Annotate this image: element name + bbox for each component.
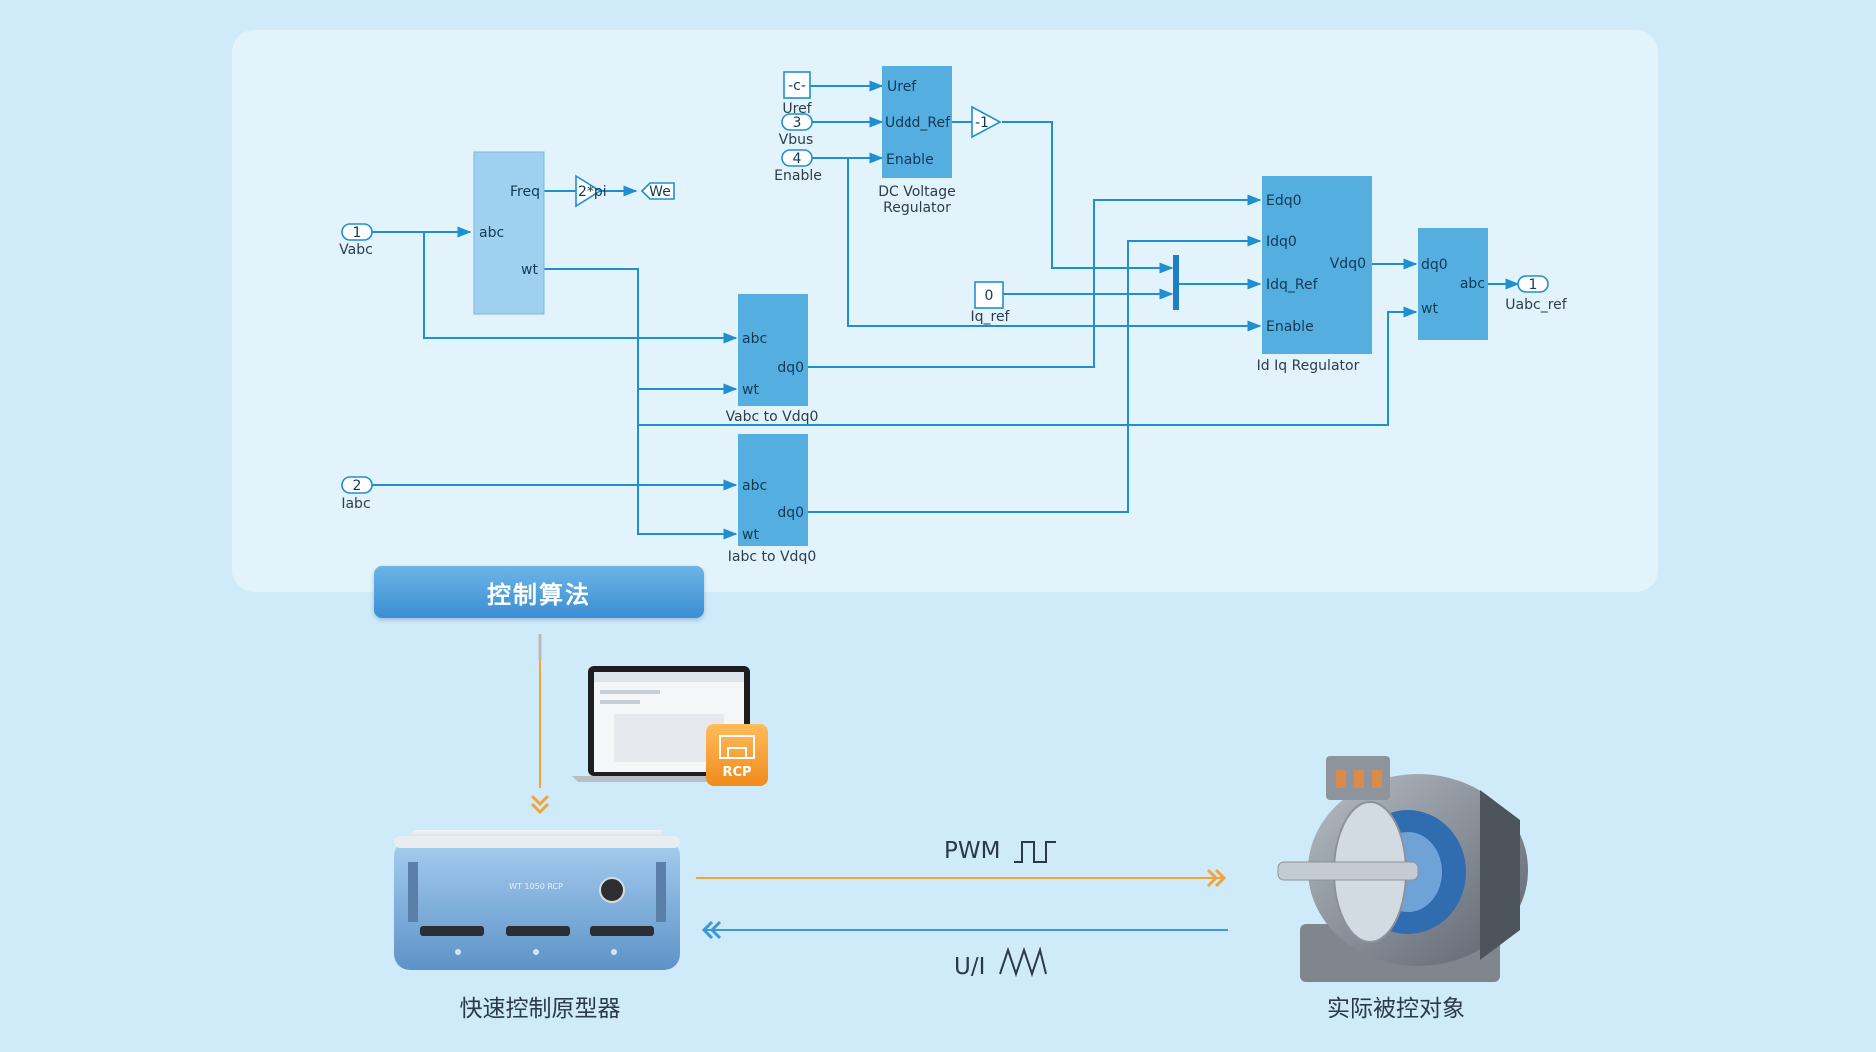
svg-text:RCP: RCP xyxy=(722,765,751,780)
mux-bar xyxy=(1173,255,1179,310)
svg-text:wt: wt xyxy=(1421,301,1438,317)
rcp-device: WT 1050 RCP xyxy=(394,830,680,970)
svg-text:Vbus: Vbus xyxy=(779,132,814,148)
svg-text:Vabc to Vdq0: Vabc to Vdq0 xyxy=(726,409,819,425)
pll-block: Freq abc wt xyxy=(473,151,545,315)
svg-text:Enable: Enable xyxy=(1266,319,1314,335)
svg-text:We: We xyxy=(649,184,671,200)
svg-text:Iabc: Iabc xyxy=(341,496,370,512)
gain-2pi: 2*pi xyxy=(575,174,607,208)
svg-text:Uabc_ref: Uabc_ref xyxy=(1505,297,1567,313)
svg-text:wt: wt xyxy=(742,527,759,543)
svg-text:-c-: -c- xyxy=(788,78,806,94)
svg-text:2: 2 xyxy=(353,478,362,494)
svg-text:Vabc: Vabc xyxy=(339,242,373,258)
vabc-to-vdq0-block: abc dq0 wt Vabc to Vdq0 xyxy=(726,294,819,425)
svg-text:wt: wt xyxy=(521,262,538,278)
iabc-to-vdq0-block: abc dq0 wt Iabc to Vdq0 xyxy=(728,434,817,565)
inport-vabc: 1 Vabc xyxy=(339,223,373,258)
ui-signal: U/I xyxy=(701,920,1228,980)
svg-text:Iabc to Vdq0: Iabc to Vdq0 xyxy=(728,549,817,565)
svg-text:Udc: Udc xyxy=(885,115,912,131)
dq0-to-abc-block: dq0 abc wt xyxy=(1418,228,1488,340)
inport-iabc: 2 Iabc xyxy=(341,476,373,512)
svg-text:Id Iq Regulator: Id Iq Regulator xyxy=(1257,358,1360,374)
control-algorithm-button[interactable]: 控制算法 xyxy=(374,566,704,618)
device-caption: 快速控制原型器 xyxy=(460,996,621,1022)
inport-enable: 4 Enable xyxy=(774,149,822,184)
svg-text:Uref: Uref xyxy=(887,79,917,95)
svg-text:abc: abc xyxy=(479,225,504,241)
svg-text:Enable: Enable xyxy=(774,168,822,184)
svg-text:Enable: Enable xyxy=(886,152,934,168)
svg-text:Iq_ref: Iq_ref xyxy=(970,309,1010,325)
svg-text:Id_Ref: Id_Ref xyxy=(907,115,951,131)
svg-text:DC Voltage: DC Voltage xyxy=(878,184,956,200)
svg-text:abc: abc xyxy=(742,331,767,347)
svg-text:wt: wt xyxy=(742,382,759,398)
svg-text:Regulator: Regulator xyxy=(883,200,951,216)
svg-text:WT 1050 RCP: WT 1050 RCP xyxy=(509,882,563,891)
constant-iq-ref: 0 Iq_ref xyxy=(970,281,1011,325)
svg-text:abc: abc xyxy=(1460,276,1485,292)
svg-text:Edq0: Edq0 xyxy=(1266,193,1302,209)
motor-image xyxy=(1277,756,1528,982)
svg-text:Uref: Uref xyxy=(782,101,812,117)
pwm-signal: PWM xyxy=(696,838,1227,888)
svg-text:4: 4 xyxy=(793,151,802,167)
svg-text:Freq: Freq xyxy=(510,184,540,200)
inport-vbus: 3 Vbus xyxy=(779,113,814,148)
svg-text:2*pi: 2*pi xyxy=(578,184,607,200)
svg-text:PWM: PWM xyxy=(944,838,1000,864)
svg-text:abc: abc xyxy=(742,478,767,494)
download-arrow xyxy=(530,634,550,815)
plant-caption: 实际被控对象 xyxy=(1327,996,1465,1022)
svg-text:dq0: dq0 xyxy=(777,505,804,521)
svg-text:0: 0 xyxy=(985,288,994,304)
signal-wires xyxy=(372,80,1520,540)
svg-text:-1: -1 xyxy=(975,115,989,131)
id-iq-regulator: Edq0 Idq0 Vdq0 Idq_Ref Enable Id Iq Regu… xyxy=(1257,176,1372,374)
svg-text:U/I: U/I xyxy=(954,954,985,980)
svg-text:Idq0: Idq0 xyxy=(1266,234,1297,250)
constant-uref: -c- Uref xyxy=(782,71,813,117)
svg-text:Idq_Ref: Idq_Ref xyxy=(1266,277,1319,293)
goto-we: We xyxy=(640,182,675,200)
svg-text:1: 1 xyxy=(353,225,362,241)
svg-text:3: 3 xyxy=(793,115,802,131)
gain-neg1: -1 xyxy=(971,105,1002,139)
dc-voltage-regulator: Uref Udc Id_Ref Enable DC Voltage Regula… xyxy=(878,66,956,216)
svg-text:1: 1 xyxy=(1529,277,1538,293)
svg-text:dq0: dq0 xyxy=(777,360,804,376)
outport-uabc-ref: 1 Uabc_ref xyxy=(1505,275,1568,313)
rcp-badge: RCP xyxy=(706,724,768,786)
svg-text:dq0: dq0 xyxy=(1421,257,1448,273)
svg-text:Vdq0: Vdq0 xyxy=(1330,256,1366,272)
